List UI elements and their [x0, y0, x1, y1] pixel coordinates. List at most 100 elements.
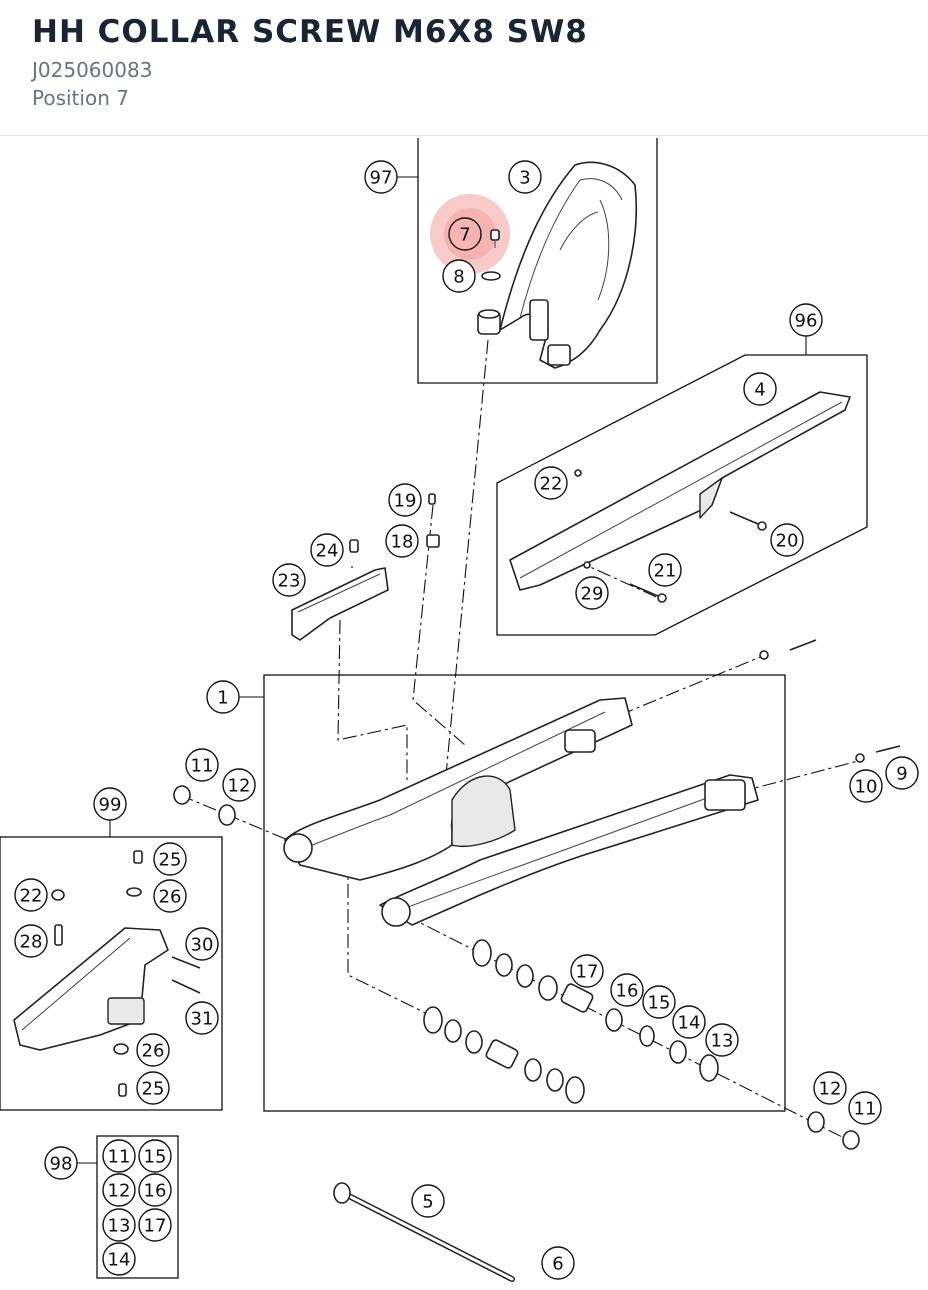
callout-label: 19: [394, 491, 417, 512]
callout-97[interactable]: 97: [364, 160, 398, 194]
callout-30[interactable]: 30: [185, 927, 219, 961]
callout-29[interactable]: 29: [575, 576, 609, 610]
callout-28[interactable]: 28: [14, 924, 48, 958]
callout-label: 12: [228, 776, 251, 797]
page-header: HH COLLAR SCREW M6X8 SW8 J025060083 Posi…: [0, 0, 928, 136]
callout-label: 17: [144, 1216, 167, 1237]
callout-14[interactable]: 14: [102, 1242, 136, 1276]
callout-25[interactable]: 25: [153, 842, 187, 876]
callout-label: 15: [648, 993, 671, 1014]
callout-31[interactable]: 31: [185, 1001, 219, 1035]
callout-5[interactable]: 5: [411, 1184, 445, 1218]
callout-15[interactable]: 15: [138, 1139, 172, 1173]
washer-29: [583, 561, 591, 569]
swingarm-axle-part: [333, 1182, 515, 1282]
callout-label: 7: [459, 225, 470, 246]
chain-adjuster-screws: [759, 639, 901, 763]
callout-96[interactable]: 96: [789, 303, 823, 337]
callout-label: 5: [422, 1192, 433, 1213]
callout-13[interactable]: 13: [102, 1208, 136, 1242]
callout-98[interactable]: 98: [44, 1146, 78, 1180]
frame-97: [417, 138, 658, 384]
callout-label: 11: [191, 756, 214, 777]
callout-17[interactable]: 17: [138, 1208, 172, 1242]
callout-23[interactable]: 23: [272, 563, 306, 597]
rubber-bush-part: [477, 309, 501, 335]
callout-17[interactable]: 17: [570, 954, 604, 988]
callout-label: 97: [370, 168, 393, 189]
callout-12[interactable]: 12: [102, 1173, 136, 1207]
callout-15[interactable]: 15: [642, 985, 676, 1019]
callout-label: 8: [453, 267, 464, 288]
exploded-parts-diagram: 9737896422202129191824231111210999252622…: [0, 138, 919, 1282]
part-title: HH COLLAR SCREW M6X8 SW8: [32, 14, 588, 50]
axis-23: [337, 619, 408, 780]
chain-guard-screw-21: [629, 583, 667, 603]
callout-4[interactable]: 4: [743, 372, 777, 406]
pivot-nuts: [173, 785, 860, 1150]
screw-24-part: [349, 539, 359, 553]
part-number: J025060083: [32, 58, 153, 82]
callout-label: 96: [795, 311, 818, 332]
callout-label: 9: [896, 764, 907, 785]
callout-label: 22: [20, 886, 43, 907]
swingarm-part: [283, 697, 759, 927]
axis-21: [574, 559, 664, 601]
callout-label: 98: [50, 1154, 73, 1175]
chain-guard-part: [509, 391, 851, 591]
highlight-glow: [430, 194, 510, 274]
callout-99[interactable]: 99: [93, 787, 127, 821]
callout-label: 3: [519, 168, 530, 189]
callout-24[interactable]: 24: [310, 533, 344, 567]
callout-13[interactable]: 13: [705, 1023, 739, 1057]
callout-22[interactable]: 22: [14, 878, 48, 912]
callout-18[interactable]: 18: [385, 524, 419, 558]
callout-11[interactable]: 11: [185, 748, 219, 782]
callout-11[interactable]: 11: [102, 1139, 136, 1173]
axis-top-right: [619, 654, 766, 716]
callout-8[interactable]: 8: [442, 259, 476, 293]
callout-label: 13: [711, 1031, 734, 1052]
callout-16[interactable]: 16: [610, 973, 644, 1007]
callout-3[interactable]: 3: [508, 160, 542, 194]
callout-11[interactable]: 11: [848, 1091, 882, 1125]
callout-1[interactable]: 1: [206, 680, 240, 714]
callout-7[interactable]: 7: [448, 217, 482, 251]
axis-pivot: [404, 914, 849, 1141]
callout-26[interactable]: 26: [136, 1033, 170, 1067]
callout-16[interactable]: 16: [138, 1173, 172, 1207]
callout-label: 11: [108, 1147, 131, 1168]
mudguard-part: [499, 161, 638, 369]
callout-26[interactable]: 26: [153, 879, 187, 913]
callout-12[interactable]: 12: [222, 768, 256, 802]
callout-label: 1: [217, 688, 228, 709]
callout-14[interactable]: 14: [672, 1005, 706, 1039]
frame-96: [496, 354, 868, 636]
part-position: Position 7: [32, 86, 129, 110]
callout-19[interactable]: 19: [388, 483, 422, 517]
callout-label: 18: [391, 532, 414, 553]
callout-12[interactable]: 12: [813, 1071, 847, 1105]
callout-label: 25: [142, 1079, 165, 1100]
callout-10[interactable]: 10: [849, 769, 883, 803]
callout-label: 17: [576, 962, 599, 983]
callout-label: 22: [540, 474, 563, 495]
callout-label: 14: [678, 1013, 701, 1034]
callout-9[interactable]: 9: [885, 756, 919, 790]
chain-slider-part: [291, 539, 389, 641]
callout-21[interactable]: 21: [648, 553, 682, 587]
callout-25[interactable]: 25: [136, 1071, 170, 1105]
callout-label: 99: [99, 795, 122, 816]
callout-label: 10: [855, 777, 878, 798]
callout-label: 29: [581, 584, 604, 605]
callout-20[interactable]: 20: [770, 523, 804, 557]
callout-label: 12: [819, 1079, 842, 1100]
callout-label: 15: [144, 1147, 167, 1168]
highlight-core: [444, 208, 496, 260]
callout-label: 6: [552, 1254, 563, 1275]
callout-22[interactable]: 22: [534, 466, 568, 500]
callout-label: 23: [278, 571, 301, 592]
callout-label: 21: [654, 561, 677, 582]
callout-6[interactable]: 6: [541, 1246, 575, 1280]
chain-sliding-guard-part: [13, 850, 201, 1097]
